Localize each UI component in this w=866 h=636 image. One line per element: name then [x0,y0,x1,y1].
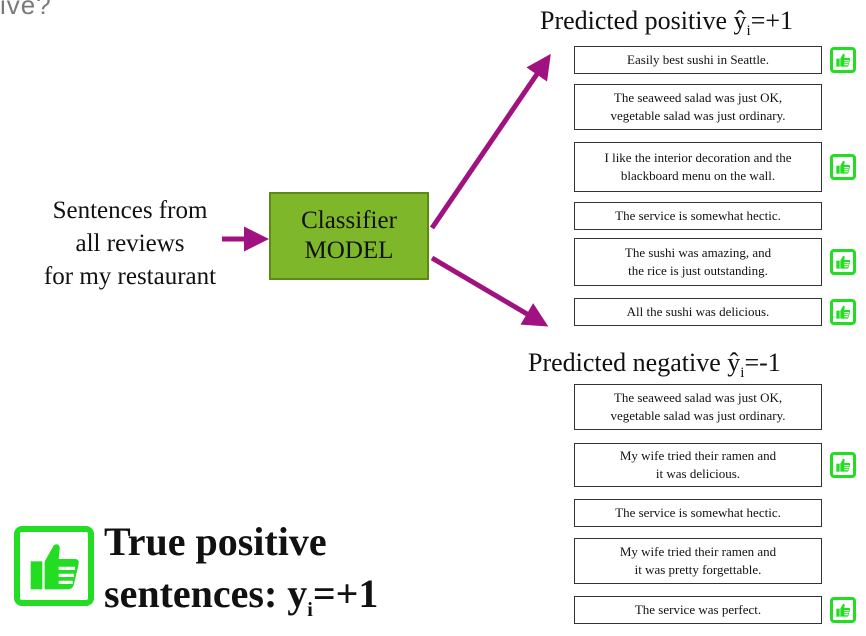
sentence-line: All the sushi was delicious. [626,304,770,319]
input-line: for my restaurant [43,263,217,290]
sentence-line: My wife tried their ramen and [619,448,777,463]
legend-subscript: i [307,599,313,621]
sentence-box: I like the interior decoration and the bl… [574,142,822,192]
predicted-positive-heading: Predicted positive ŷi=+1 [540,6,793,40]
sentence-line: My wife tried their ramen and [619,544,777,559]
thumbs-up-icon [830,249,856,275]
thumbs-up-icon [830,47,856,73]
sentence-line: The seaweed salad was just OK, [613,390,783,405]
heading-label: Predicted positive ŷ [540,6,747,35]
legend-thumbs-up-icon [14,526,94,606]
negative-arrow [430,255,549,327]
heading-label: Predicted negative ŷ [528,348,741,377]
input-line: all reviews [75,230,185,257]
thumbs-up-icon [830,154,856,180]
predicted-negative-heading: Predicted negative ŷi=-1 [528,348,781,382]
sentence-line: The service is somewhat hectic. [615,505,781,520]
classifier-model-box: Classifier MODEL [269,192,429,280]
input-description: Sentences from all reviews for my restau… [10,194,250,293]
sentence-line: I like the interior decoration and the [604,150,792,165]
thumbs-up-icon [830,452,856,478]
question-fragment: ive? [0,0,52,20]
model-line: MODEL [304,237,394,264]
sentence-line: vegetable salad was just ordinary. [610,408,786,423]
heading-value: =-1 [744,348,781,377]
sentence-box: My wife tried their ramen and it was deli… [574,443,822,487]
thumbs-up-icon [830,299,856,325]
sentence-box: Easily best sushi in Seattle. [574,46,822,74]
sentence-line: The service is somewhat hectic. [615,208,781,223]
sentence-box: The service was perfect. [574,596,822,624]
heading-value: =+1 [750,6,794,35]
heading-subscript: i [740,365,745,382]
heading-subscript: i [746,23,751,40]
sentence-line: Easily best sushi in Seattle. [627,52,769,67]
sentence-box: My wife tried their ramen and it was pret… [574,538,822,584]
sentence-line: vegetable salad was just ordinary. [610,108,786,123]
legend-line-1: True positive [104,519,327,564]
model-line: Classifier [301,207,397,234]
positive-arrow [429,53,551,230]
sentence-line: The sushi was amazing, and [624,245,772,260]
sentence-line: it was pretty forgettable. [634,562,762,577]
legend-suffix: =+1 [312,571,379,616]
sentence-box: The service is somewhat hectic. [574,499,822,527]
sentence-box: The seaweed salad was just OK, vegetable … [574,384,822,430]
legend-prefix: sentences: y [104,571,308,616]
sentence-box: The service is somewhat hectic. [574,202,822,230]
sentence-box: The seaweed salad was just OK, vegetable … [574,84,822,130]
sentence-box: The sushi was amazing, and the rice is ju… [574,238,822,286]
legend-line-2: sentences: yi=+1 [104,568,378,636]
sentence-line: the rice is just outstanding. [628,263,768,278]
sentence-line: it was delicious. [655,466,741,481]
legend-text: True positive sentences: yi=+1 [104,516,378,636]
sentence-box: All the sushi was delicious. [574,298,822,326]
sentence-line: The service was perfect. [634,602,762,617]
sentence-line: The seaweed salad was just OK, [613,90,783,105]
thumbs-up-icon [30,544,79,590]
input-line: Sentences from [52,197,208,224]
sentence-line: blackboard menu on the wall. [620,168,776,183]
thumbs-up-icon [830,597,856,623]
